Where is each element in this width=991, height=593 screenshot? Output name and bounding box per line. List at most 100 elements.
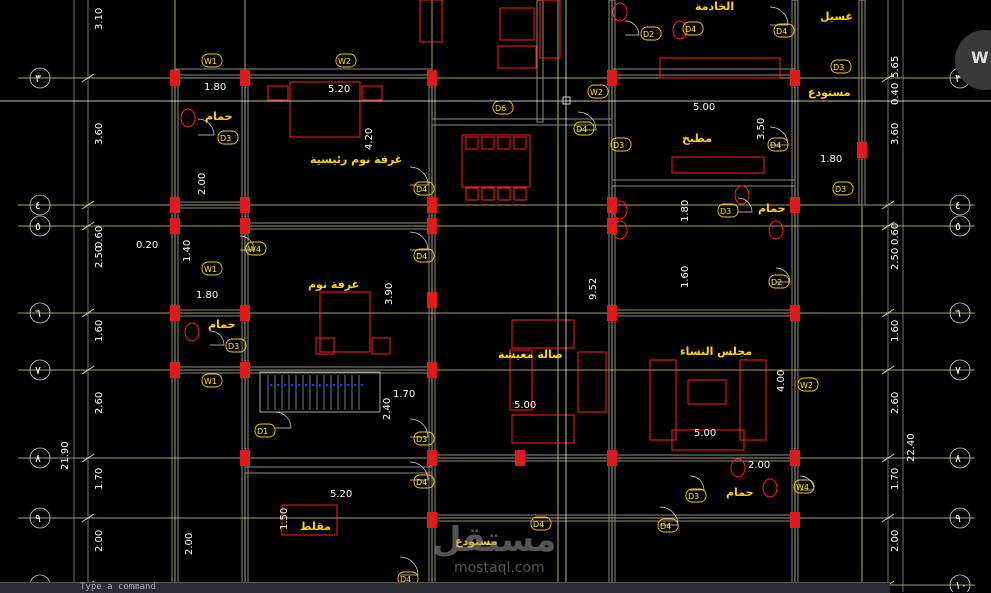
command-line[interactable]: Type a command — [0, 582, 890, 593]
tag-marker — [335, 53, 357, 68]
dim-inner: 3.50 — [756, 118, 767, 140]
sofa — [671, 429, 745, 451]
tag-marker — [768, 274, 790, 289]
column — [427, 218, 437, 234]
dim-inner: 1.80 — [820, 154, 842, 165]
tag-marker — [767, 137, 789, 152]
tag-marker — [832, 181, 854, 196]
grid-bubble-right-label: ٣ — [955, 72, 961, 85]
coffee-table — [687, 379, 727, 405]
tag-label: W1 — [204, 377, 217, 386]
tag-marker — [717, 203, 739, 218]
dim-inner: 1.70 — [393, 389, 415, 400]
tag-label: W2 — [590, 88, 603, 97]
tag-marker — [773, 23, 795, 38]
dim-inner: 5.00 — [693, 102, 715, 113]
nightstand — [361, 85, 383, 101]
column — [790, 197, 800, 213]
toilet — [730, 458, 746, 478]
dim-inner: 0.20 — [136, 240, 158, 251]
dim-inner: 2.00 — [748, 460, 770, 471]
tag-marker — [797, 377, 819, 392]
column — [790, 512, 800, 528]
tag-marker — [413, 248, 435, 263]
grid-bubble-left-label: ٨ — [35, 452, 41, 465]
dim-right-total: 22.40 — [906, 433, 917, 462]
column — [607, 305, 617, 321]
dim-inner: 1.80 — [196, 290, 218, 301]
dim-tick — [81, 200, 95, 210]
column — [240, 197, 250, 213]
grid-bubble-left — [29, 215, 51, 237]
room-label: غرفة نوم رئيسية — [310, 153, 402, 166]
dim-inner: 5.20 — [328, 84, 350, 95]
tag-label: D4 — [685, 25, 696, 34]
grid-bubble-right-label: ٦ — [955, 307, 961, 320]
tag-label: D4 — [660, 522, 671, 531]
dim-inner: 2.00 — [184, 533, 195, 555]
tag-label: D4 — [776, 27, 787, 36]
grid-bubble-right-label: ١٠ — [955, 579, 967, 592]
toilet — [734, 185, 750, 205]
wall — [536, 0, 544, 123]
door-swing — [409, 166, 429, 186]
door-swing — [274, 411, 292, 429]
dim-right: 0.40 — [890, 83, 901, 105]
stair-outline — [259, 371, 381, 413]
tag-label: D4 — [416, 252, 427, 261]
grid-bubble-right — [949, 359, 971, 381]
toilet — [184, 322, 200, 342]
dim-left: 3.10 — [94, 8, 105, 30]
column — [790, 450, 800, 466]
column — [790, 305, 800, 321]
tag-label: D3 — [220, 134, 231, 143]
dim-inner: 2.40 — [382, 398, 393, 420]
column — [790, 70, 800, 86]
grid-bubble-left-label: ٤ — [35, 199, 41, 212]
grid-bubble-right-label: ٩ — [955, 512, 961, 525]
column — [240, 362, 250, 378]
tag-marker — [793, 479, 815, 494]
dim-tick — [881, 200, 895, 210]
tag-marker — [685, 488, 707, 503]
room-label: مطبخ — [682, 132, 712, 145]
column — [427, 70, 437, 86]
tag-label: D4 — [576, 125, 587, 134]
column — [170, 218, 180, 234]
tag-marker — [254, 423, 276, 438]
tag-label: D3 — [228, 342, 239, 351]
tag-marker — [225, 338, 247, 353]
furniture-top — [497, 45, 537, 69]
dim-inner: 1.50 — [279, 508, 290, 530]
grid-bubble-left-label: ٥ — [35, 220, 41, 233]
room-label: حمام — [726, 486, 754, 499]
stair-dot — [360, 383, 364, 387]
column — [170, 197, 180, 213]
stair-dot — [346, 383, 350, 387]
chair — [465, 136, 479, 150]
dim-right: 3.60 — [890, 123, 901, 145]
toilet — [762, 478, 778, 498]
dim-inner: 5.00 — [694, 428, 716, 439]
dim-left: 1.60 — [94, 320, 105, 342]
door-swing — [737, 197, 753, 213]
chair — [481, 136, 495, 150]
grid-bubble-left — [29, 67, 51, 89]
columns — [170, 70, 867, 528]
dim-right: 1.60 — [890, 320, 901, 342]
grid-bubble-right — [949, 574, 971, 592]
column — [170, 305, 180, 321]
stair-dot — [269, 383, 273, 387]
grid-bubble-right-label: ٥ — [955, 220, 961, 233]
wall — [611, 179, 796, 187]
grid-bubble-left — [29, 359, 51, 381]
tag-marker — [413, 431, 435, 446]
dim-inner: 5.20 — [330, 489, 352, 500]
tag-marker — [682, 21, 704, 36]
chair — [497, 187, 511, 201]
door-swing — [239, 235, 255, 251]
dim-tick — [881, 221, 895, 231]
dim-left: 2.00 — [94, 530, 105, 552]
